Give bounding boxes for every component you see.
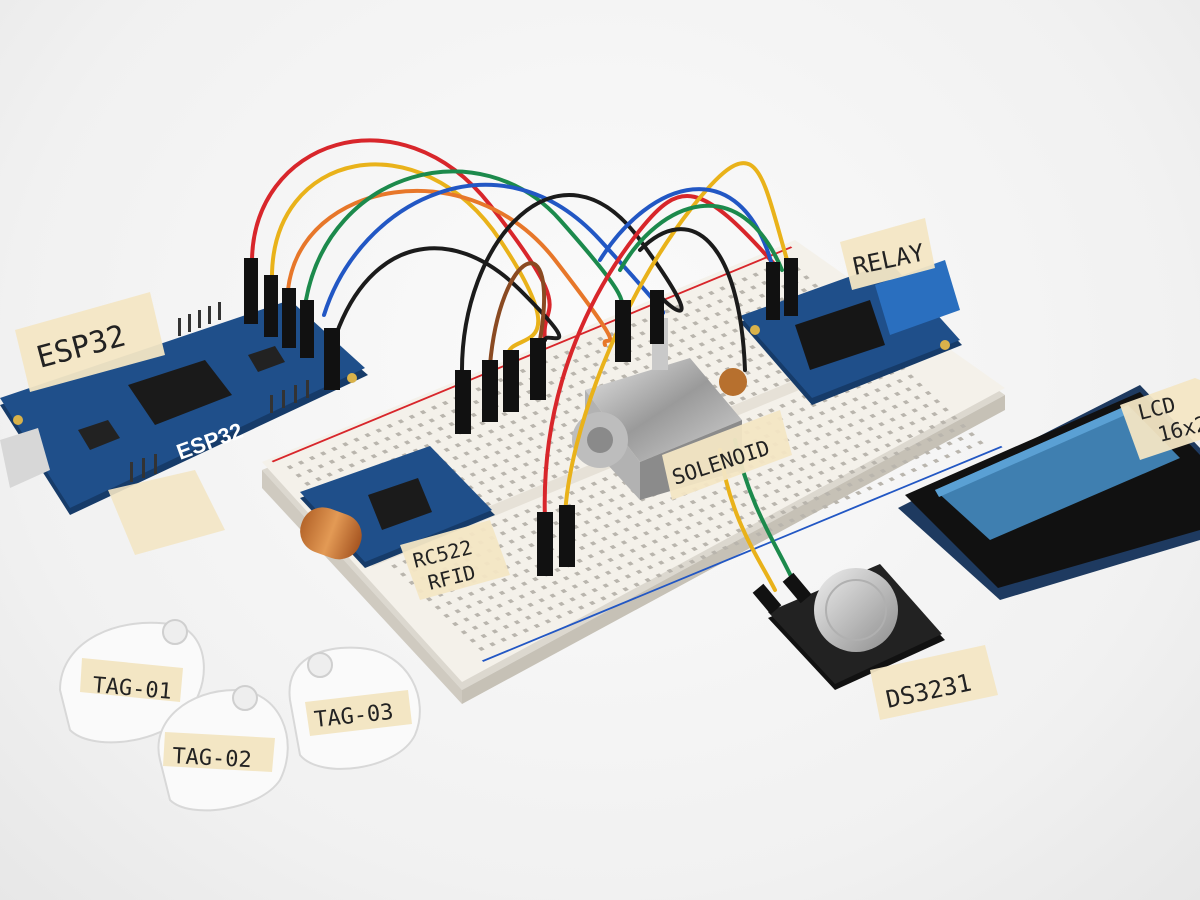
rfid-module [300, 446, 495, 568]
jumper-wires [249, 138, 797, 592]
rfid-tape-label: RC522 RFID [400, 520, 510, 600]
tag-2-label: TAG-02 [172, 744, 253, 773]
lcd-display [898, 385, 1200, 600]
wire-pins [244, 258, 812, 615]
esp32-board: ESP32 [0, 300, 368, 515]
rfid-tag-2: TAG-02 [157, 685, 289, 812]
esp32-tape-strip [108, 470, 225, 555]
lcd-tape-label: LCD 16x2 [1120, 378, 1200, 460]
rfid-tag-3: TAG-03 [288, 646, 421, 770]
antenna-coil [300, 507, 362, 560]
rfid-tag-1: TAG-01 [58, 619, 205, 744]
rtc-module [768, 564, 945, 690]
esp32-tape-label: ESP32 [15, 292, 165, 392]
